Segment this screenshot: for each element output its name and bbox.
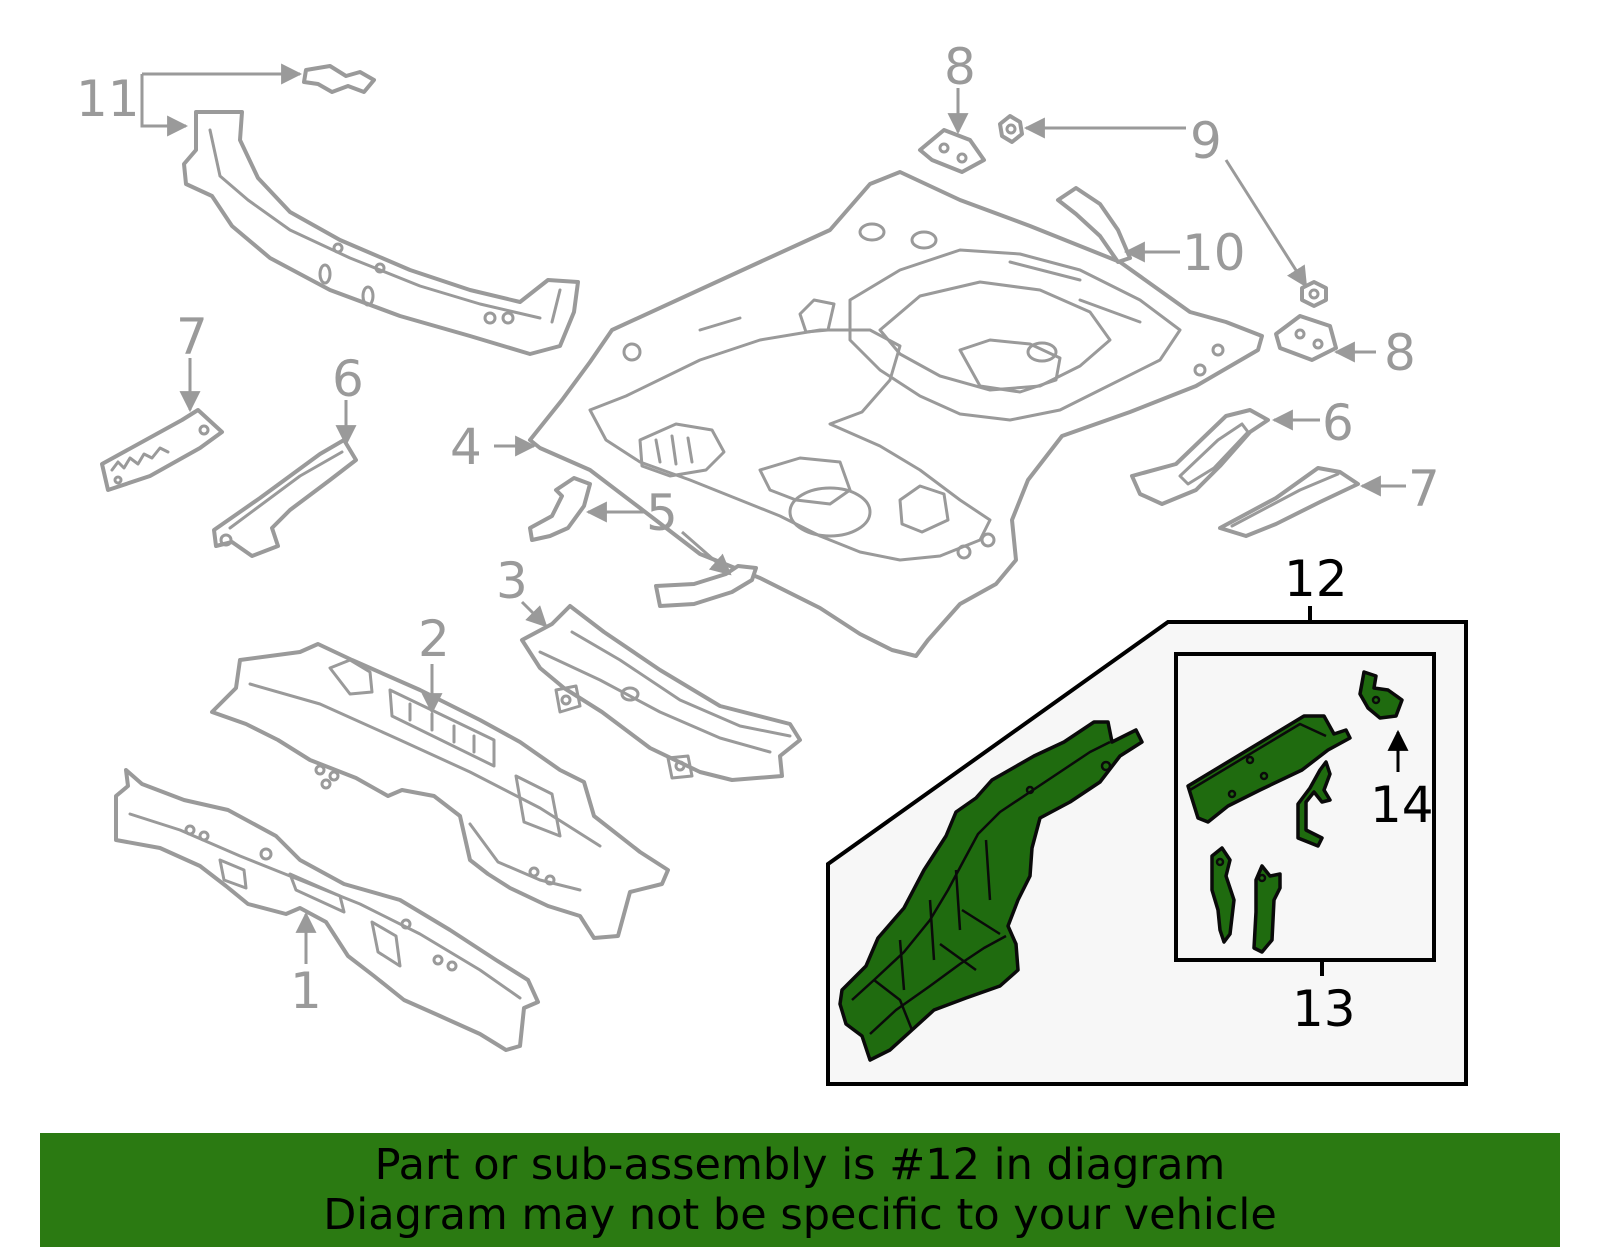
- callout-3-leader: [520, 600, 548, 628]
- callout-13: 13: [1292, 980, 1356, 1038]
- callout-4: 4: [450, 418, 482, 476]
- callout-7-left: 7: [176, 308, 208, 366]
- part-8-right-bracket: [1274, 314, 1338, 362]
- part-6-left-bracket: [212, 438, 358, 558]
- callout-5: 5: [646, 484, 678, 542]
- callout-10: 10: [1182, 224, 1246, 282]
- callout-6-right: 6: [1322, 394, 1354, 452]
- callout-9: 9: [1190, 112, 1222, 170]
- part-2-crossmember: [210, 642, 670, 940]
- part-9-nut-top: [998, 114, 1024, 144]
- part-8-top-bracket: [918, 128, 986, 174]
- part-14-bracket: [1358, 670, 1404, 720]
- callout-5-leader-b: [681, 530, 732, 576]
- part-7-right-bracket: [1218, 466, 1360, 538]
- callout-8-top: 8: [944, 38, 976, 96]
- part-12-rear-rail-assembly: [838, 720, 1144, 1062]
- callout-6-left: 6: [332, 350, 364, 408]
- part-3-crossmember: [520, 604, 802, 782]
- part-1-crossmember: [114, 768, 540, 1052]
- part-11-rear-upper-crossmember: [182, 110, 580, 356]
- part-7-left-bracket: [100, 408, 224, 492]
- part-13-small-bracket-a: [1210, 846, 1236, 944]
- part-11-small-bracket: [302, 64, 376, 94]
- callout-8-right: 8: [1384, 324, 1416, 382]
- part-13-hook-bracket: [1296, 760, 1332, 848]
- part-13-reinforcement-panel: [1186, 714, 1352, 824]
- part-5-bracket-upper: [528, 476, 592, 542]
- callout-14: 14: [1370, 776, 1434, 834]
- part-6-right-bracket: [1130, 408, 1270, 506]
- part-4-rear-floor-pan: [528, 170, 1264, 658]
- callout-3: 3: [496, 552, 528, 610]
- info-banner: Part or sub-assembly is #12 in diagram D…: [40, 1133, 1560, 1247]
- callout-1: 1: [290, 962, 322, 1020]
- part-9-nut-right: [1300, 280, 1328, 308]
- part-5-bracket-lower: [654, 564, 758, 608]
- callout-11-leaders: [140, 63, 303, 137]
- callout-7-right: 7: [1408, 460, 1440, 518]
- callout-12: 12: [1284, 550, 1348, 608]
- callout-9-leader-b: [1224, 159, 1308, 288]
- part-13-small-bracket-b: [1252, 864, 1282, 954]
- banner-line-1: Part or sub-assembly is #12 in diagram: [374, 1140, 1226, 1190]
- callout-11: 11: [76, 70, 140, 128]
- callout-2: 2: [418, 610, 450, 668]
- banner-line-2: Diagram may not be specific to your vehi…: [323, 1190, 1277, 1240]
